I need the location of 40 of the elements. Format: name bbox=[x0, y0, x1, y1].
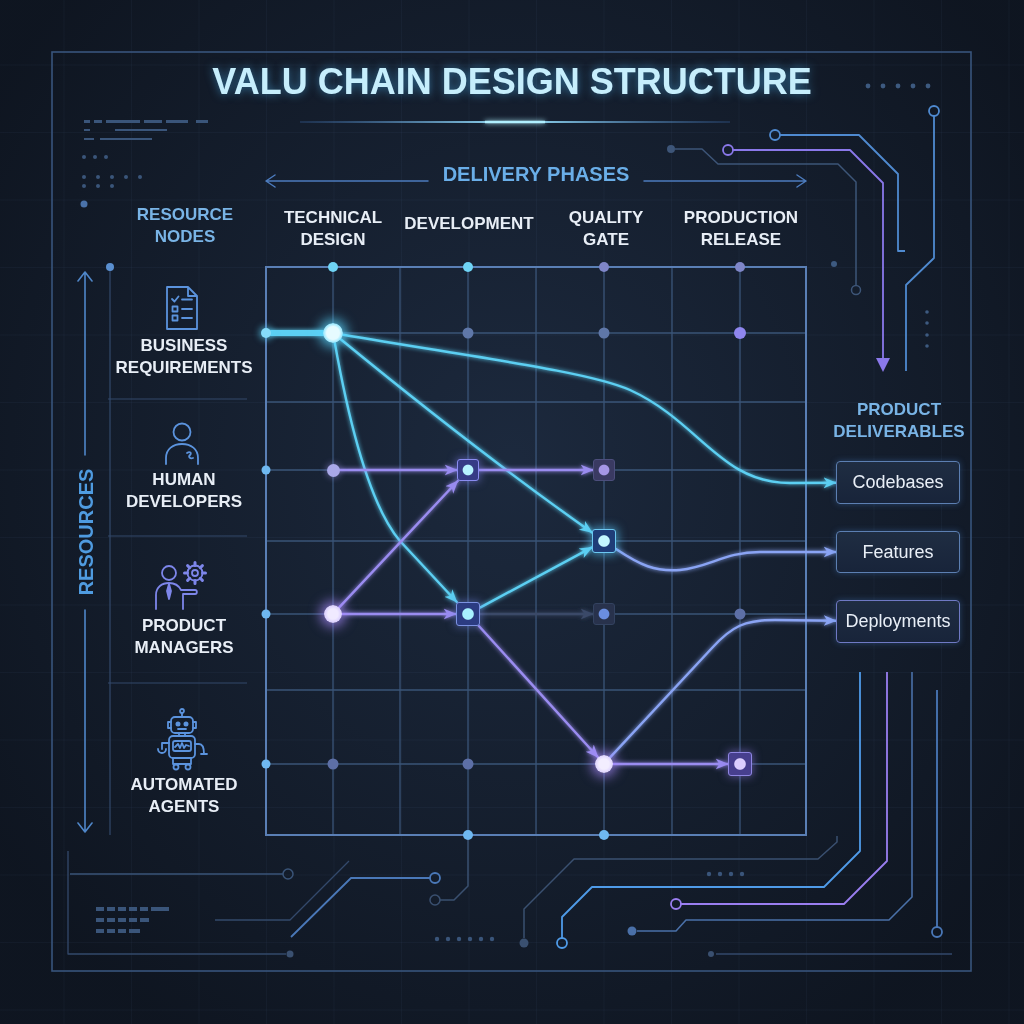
junction-dot bbox=[261, 328, 271, 338]
flow-arrow bbox=[477, 464, 595, 476]
flow-arrow bbox=[614, 546, 838, 572]
column-heading: TECHNICAL DESIGN bbox=[282, 207, 384, 251]
junction-dot bbox=[595, 755, 613, 773]
section-heading: DELIVERY PHASES bbox=[441, 162, 631, 186]
deliverable-box: Codebases bbox=[836, 461, 960, 504]
flow-arrow bbox=[333, 341, 458, 604]
axis-title: RESOURCES bbox=[73, 467, 97, 597]
section-heading: PRODUCT DELIVERABLES bbox=[832, 399, 966, 443]
junction-dot bbox=[326, 463, 340, 477]
row-heading: PRODUCT MANAGERS bbox=[133, 615, 235, 659]
row-heading: BUSINESS REQUIREMENTS bbox=[114, 335, 254, 379]
checkpoint-square bbox=[593, 603, 615, 625]
column-heading: PRODUCTION RELEASE bbox=[682, 207, 800, 251]
flow-arrow bbox=[339, 338, 594, 534]
section-heading: RESOURCE NODES bbox=[135, 204, 235, 248]
deliverable-box: Features bbox=[836, 531, 960, 573]
flow-arrow bbox=[340, 608, 458, 620]
column-heading: DEVELOPMENT bbox=[403, 213, 535, 235]
flow-arrow bbox=[478, 546, 594, 609]
checkpoint-square bbox=[456, 602, 480, 626]
flow-arrow bbox=[608, 615, 838, 759]
flow-arrow bbox=[338, 479, 459, 609]
title: VALU CHAIN DESIGN STRUCTURE bbox=[211, 60, 813, 104]
flow-arrow bbox=[341, 333, 838, 489]
junction-dot bbox=[323, 323, 343, 343]
checkpoint-square bbox=[592, 529, 616, 553]
flow-arrow bbox=[478, 608, 595, 620]
row-heading: HUMAN DEVELOPERS bbox=[124, 469, 244, 513]
flow-arrow bbox=[338, 464, 459, 476]
deliverable-box: Deployments bbox=[836, 600, 960, 643]
junction-dot bbox=[324, 605, 342, 623]
column-heading: QUALITY GATE bbox=[567, 207, 645, 251]
checkpoint-square bbox=[728, 752, 752, 776]
row-heading: AUTOMATED AGENTS bbox=[129, 774, 239, 818]
flow-arrow bbox=[477, 624, 600, 759]
checkpoint-square bbox=[457, 459, 479, 481]
flow-arrow bbox=[611, 758, 730, 770]
checkpoint-square bbox=[593, 459, 615, 481]
